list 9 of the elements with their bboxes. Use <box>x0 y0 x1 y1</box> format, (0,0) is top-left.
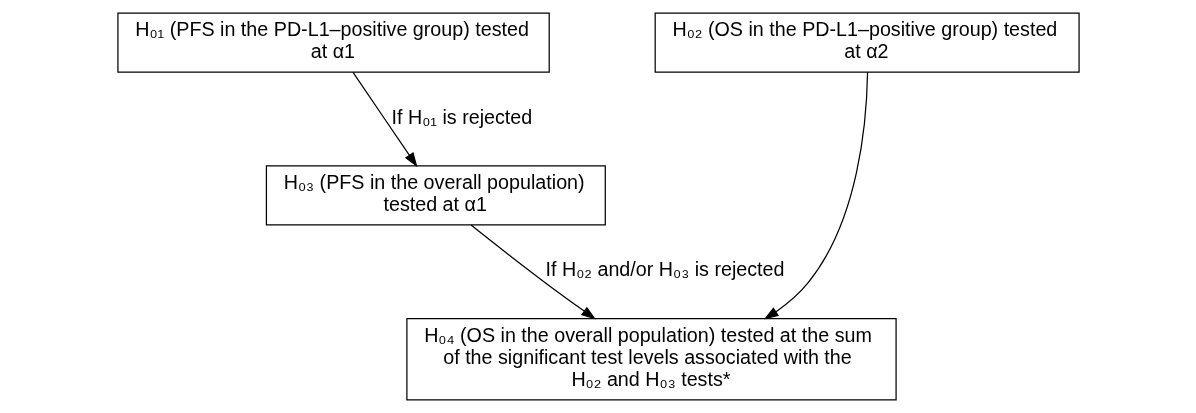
node-box: H₀₁ (PFS in the PD-L1–positive group) tested at α1 <box>116 12 550 73</box>
arrow <box>351 71 417 168</box>
node-box: H₀₄ (OS in the overall population) tested at the sum of the significant test levels associated with the H₀₂ and H₀₃ tests* <box>405 318 897 401</box>
node-box: H₀₃ (PFS in the overall population) tested at α1 <box>265 165 606 226</box>
arrow <box>469 224 596 320</box>
arrow <box>763 71 868 320</box>
edge-label: If H₀₂ and/or H₀₃ is rejected <box>545 258 785 281</box>
node-box: H₀₂ (OS in the PD-L1–positive group) tested at α2 <box>654 12 1080 73</box>
edge-label: If H₀₁ is rejected <box>390 105 532 128</box>
